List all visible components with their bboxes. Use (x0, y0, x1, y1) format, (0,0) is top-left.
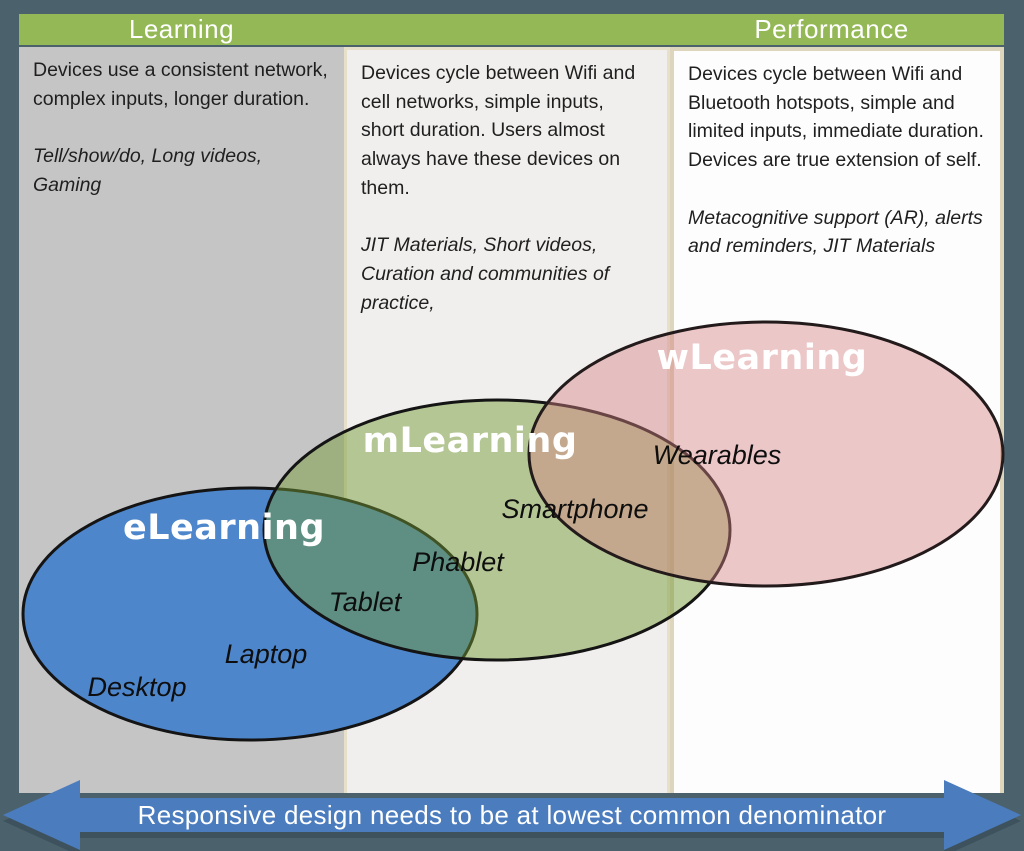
device-label-smartphone: Smartphone (501, 494, 648, 524)
column-learning-description: Devices use a consistent network, comple… (33, 59, 328, 110)
header-bar: Learning Performance (19, 14, 1004, 45)
mlearning-label: mLearning (363, 421, 578, 461)
column-mobile-examples: JIT Materials, Short videos, Curation an… (361, 234, 610, 314)
elearning-ellipse (21, 486, 479, 742)
arrow-caption: Responsive design needs to be at lowest … (138, 800, 887, 830)
column-learning-examples: Tell/show/do, Long videos, Gaming (33, 145, 263, 196)
column-mobile-description: Devices cycle between Wifi and cell netw… (361, 62, 636, 199)
header-label-performance: Performance (754, 14, 909, 44)
elearning-label: eLearning (123, 508, 325, 548)
mlearning-ellipse (262, 398, 732, 662)
responsive-design-arrow (3, 780, 1021, 850)
device-label-desktop: Desktop (87, 672, 186, 702)
wlearning-label: wLearning (657, 338, 868, 378)
device-label-wearables: Wearables (653, 440, 782, 470)
device-label-tablet: Tablet (329, 587, 403, 617)
device-label-laptop: Laptop (225, 639, 308, 669)
device-label-phablet: Phablet (412, 547, 505, 577)
column-performance-examples: Metacognitive support (AR), alerts and r… (688, 206, 983, 258)
header-label-learning: Learning (128, 14, 235, 44)
column-performance-description: Devices cycle between Wifi and Bluetooth… (688, 63, 984, 171)
wlearning-ellipse (527, 320, 1005, 588)
column-performance: Devices cycle between Wifi and Bluetooth… (670, 47, 1004, 793)
